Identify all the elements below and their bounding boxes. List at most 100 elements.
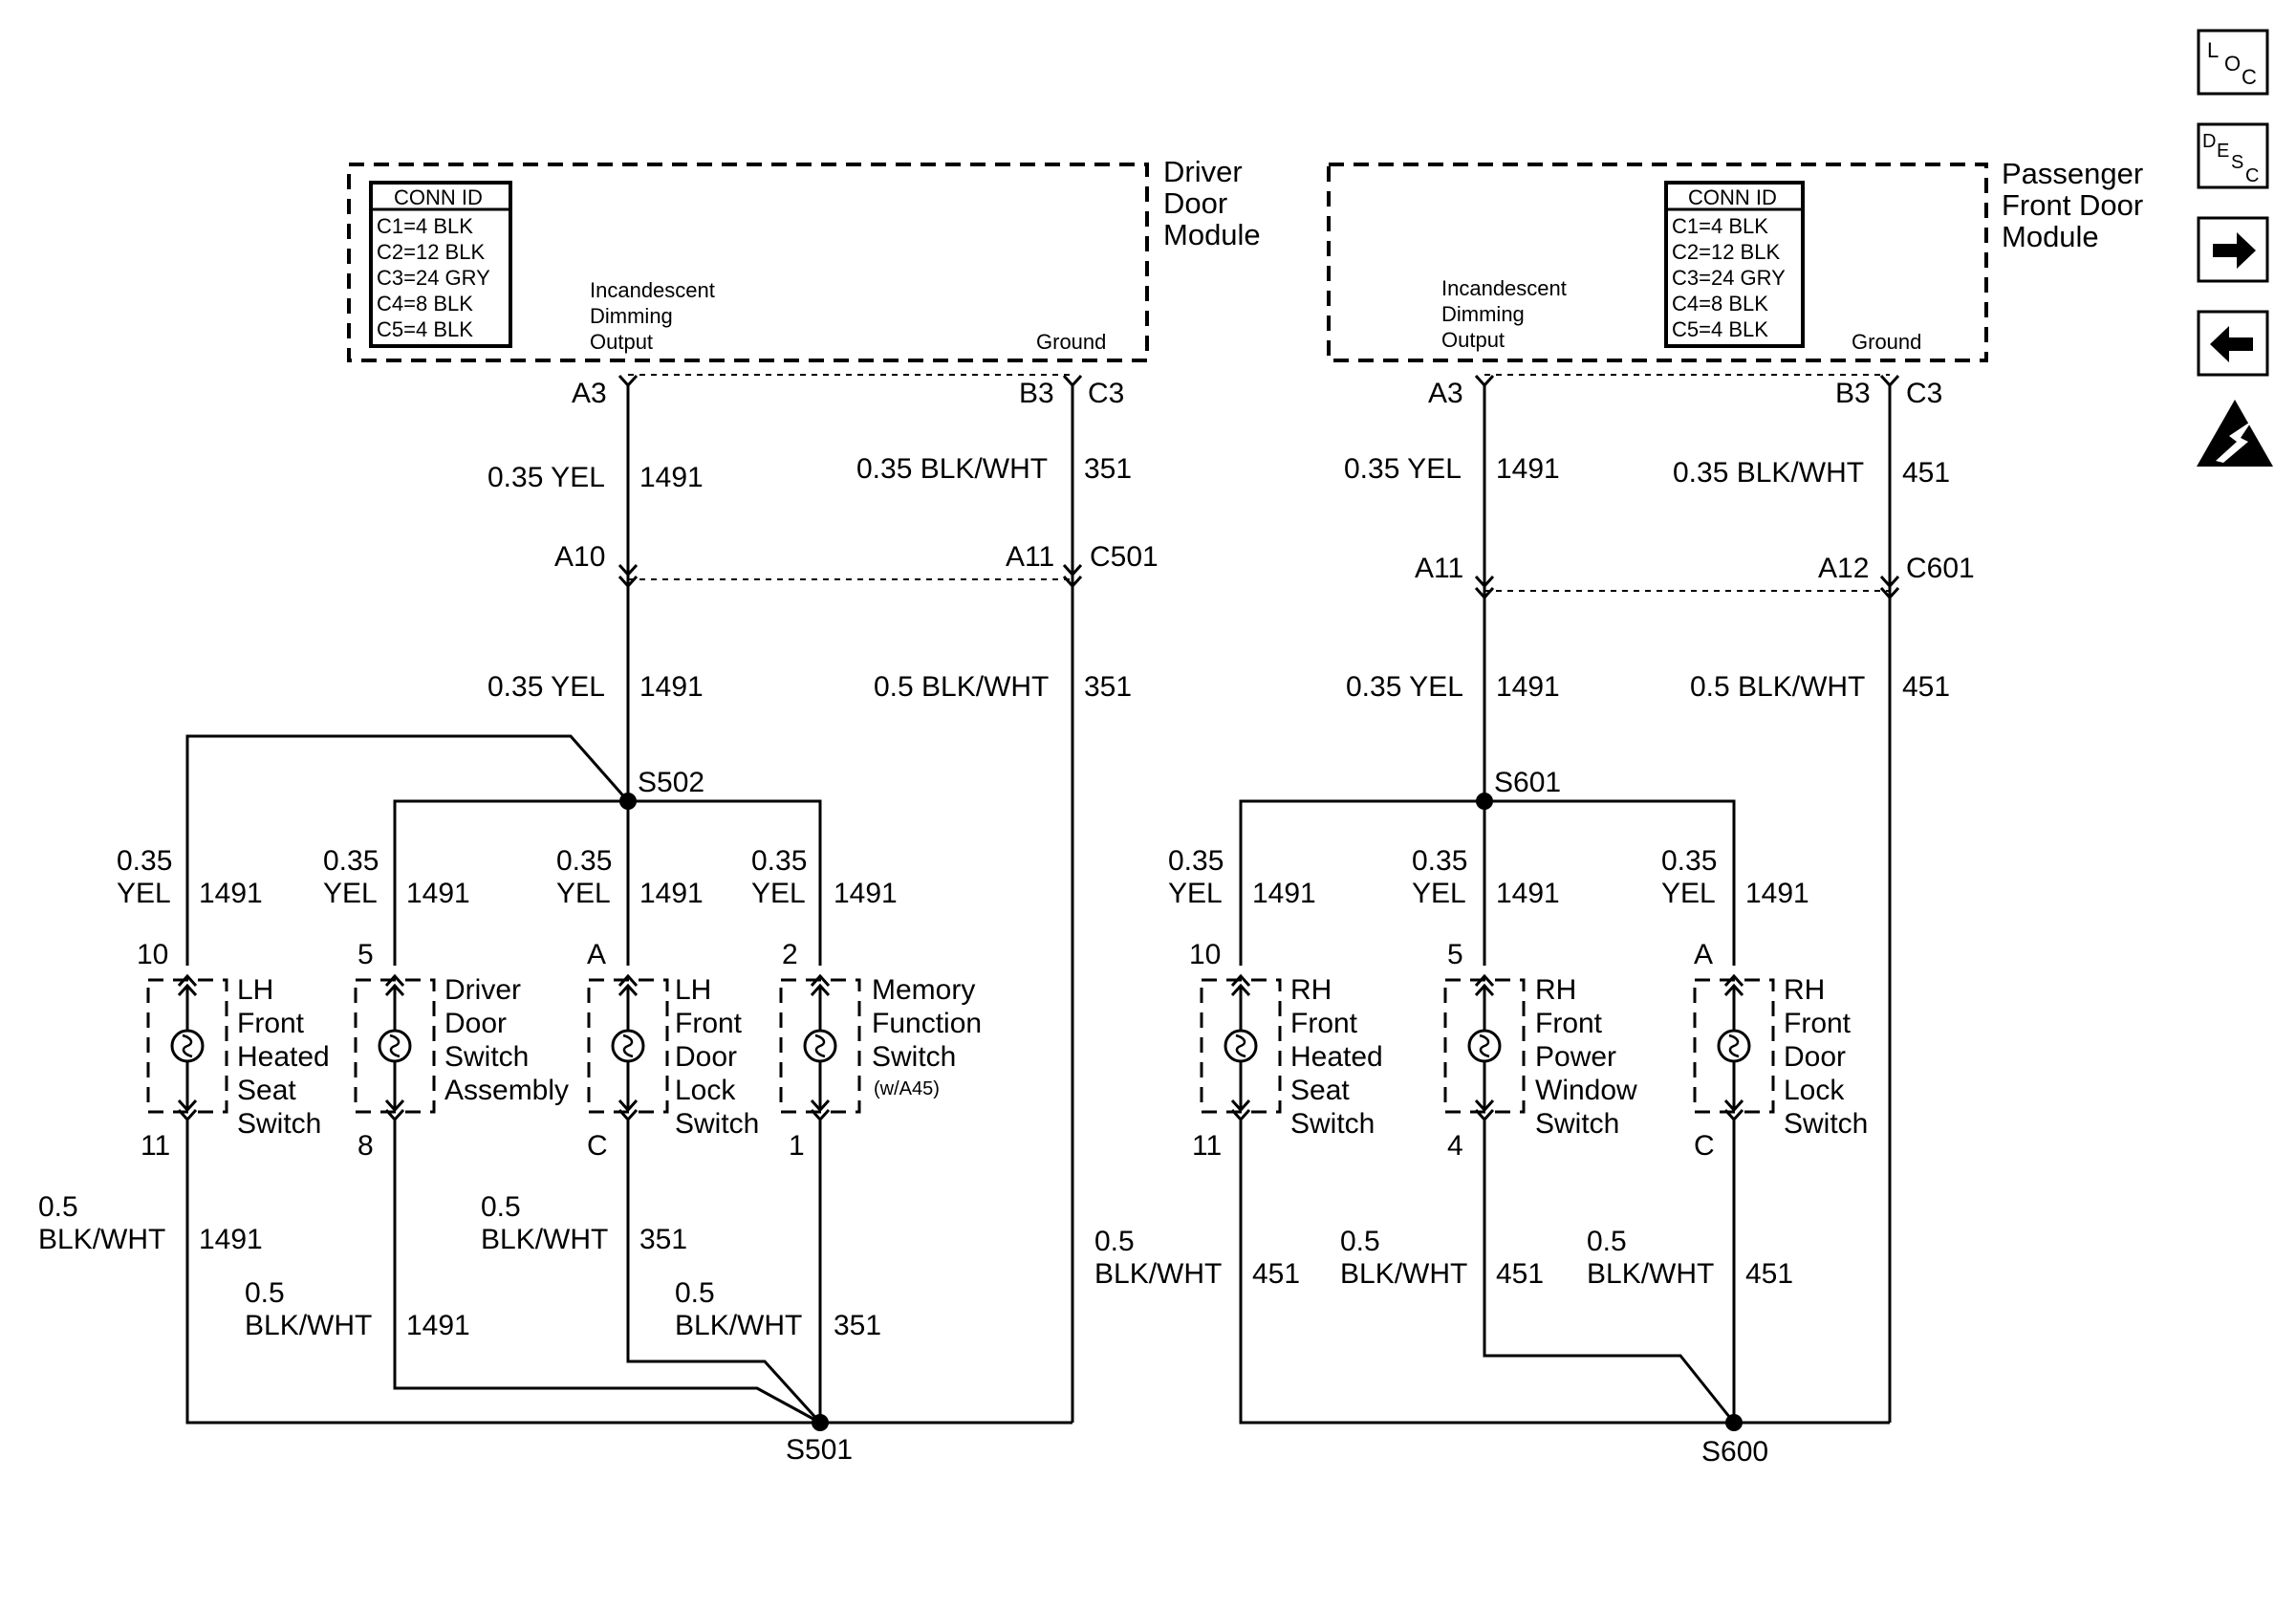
circuit-number: 1491	[1496, 671, 1560, 703]
component-name-line: Assembly	[444, 1075, 569, 1106]
component-name-line: Memory	[872, 974, 975, 1006]
conn-id-title: CONN ID	[1688, 185, 1777, 209]
output-label-line: Output	[590, 330, 653, 354]
conn-id-entry: C1=4 BLK	[377, 214, 473, 238]
component-name-line: Switch	[1290, 1108, 1375, 1140]
splice-s600	[1725, 1414, 1743, 1431]
splice-label: S502	[638, 767, 704, 798]
wire-gauge-label: 0.35 BLK/WHT	[1673, 457, 1864, 489]
module-name-line: Front Door	[2002, 188, 2143, 222]
branch-driver-door-switch-assembly: 0.35 YEL 1491 5 8 Driver Door Switch Ass…	[245, 845, 569, 1341]
component-name-line: RH	[1784, 974, 1825, 1006]
component-name-line: Front	[675, 1008, 743, 1039]
pin-label: 11	[141, 1130, 170, 1162]
circuit-number: 451	[1745, 1258, 1793, 1290]
circuit-number: 451	[1496, 1258, 1544, 1290]
conn-id-entry: C1=4 BLK	[1672, 214, 1768, 238]
passenger-front-door-module: Passenger Front Door Module CONN ID C1=4…	[1327, 157, 2143, 362]
pin-label: C	[1694, 1130, 1715, 1162]
wire-gauge-label: 0.35	[323, 845, 379, 877]
component-name-line: Door	[444, 1008, 507, 1039]
wire-color-label: BLK/WHT	[38, 1224, 165, 1255]
pin-label: A10	[554, 541, 605, 573]
component-name-line: LH	[675, 974, 711, 1006]
wire-color-label: BLK/WHT	[245, 1310, 372, 1341]
wire-color-label: BLK/WHT	[1340, 1258, 1467, 1290]
forward-button[interactable]	[2197, 216, 2269, 283]
pin-label: A11	[1006, 541, 1054, 573]
component-name-line: Front	[1290, 1008, 1358, 1039]
connector-id: C601	[1906, 553, 1975, 584]
wire-gauge-label: 0.5 BLK/WHT	[1690, 671, 1865, 703]
wire-gauge-label: 0.5 BLK/WHT	[874, 671, 1049, 703]
pin-label: 5	[1447, 939, 1463, 970]
wire-gauge-label: 0.35	[751, 845, 807, 877]
branch-rh-front-door-lock-switch: 0.35 YEL 1491 A C RH Front Door Lock Swi…	[1587, 845, 1868, 1290]
desc-letter-d: D	[2202, 131, 2216, 152]
inline-connector-c601: A11 A12 C601	[1415, 553, 1975, 599]
pin-label: A3	[1428, 378, 1463, 409]
inline-connector-c501: A10 A11 C501	[554, 541, 1159, 588]
component-name-line: Front	[1784, 1008, 1852, 1039]
pin-label: B3	[1835, 378, 1871, 409]
pin-label: B3	[1019, 378, 1054, 409]
conn-id-entry: C5=4 BLK	[1672, 317, 1768, 341]
wire-gauge-label: 0.5	[1587, 1226, 1627, 1257]
desc-letter-e: E	[2217, 141, 2229, 162]
circuit-number: 1491	[639, 878, 704, 909]
module-name-line: Door	[1163, 186, 1227, 220]
component-name-line: RH	[1290, 974, 1332, 1006]
component-name-line: Switch	[1535, 1108, 1619, 1140]
wire-gauge-label: 0.35	[1661, 845, 1717, 877]
component-name-line: Seat	[237, 1075, 296, 1106]
output-label-line: Output	[1441, 328, 1505, 352]
splice-label: S501	[786, 1434, 853, 1466]
splice-label: S600	[1701, 1436, 1768, 1468]
pin-label: 10	[137, 939, 168, 970]
pin-label: A12	[1818, 553, 1869, 584]
component-name-line: Switch	[675, 1108, 759, 1140]
output-label-line: Incandescent	[590, 278, 715, 302]
module-name-line: Driver	[1163, 155, 1243, 188]
ground-label: Ground	[1852, 330, 1921, 354]
circuit-number: 1491	[639, 671, 704, 703]
arrow-right-icon	[2213, 232, 2256, 269]
component-name-line: RH	[1535, 974, 1576, 1006]
esd-warning-icon	[2197, 400, 2273, 467]
component-name-line: Switch	[872, 1041, 956, 1073]
wire-gauge-label: 0.35 BLK/WHT	[856, 453, 1048, 485]
conn-id-entry: C3=24 GRY	[377, 266, 490, 290]
circuit-number: 1491	[1745, 878, 1809, 909]
component-name-line: Heated	[1290, 1041, 1383, 1073]
conn-id-table: CONN ID C1=4 BLK C2=12 BLK C3=24 GRY C4=…	[369, 181, 512, 348]
wire-color-label: BLK/WHT	[1094, 1258, 1222, 1290]
conn-id-entry: C2=12 BLK	[1672, 240, 1780, 264]
circuit-number: 1491	[834, 878, 898, 909]
loc-letter-c: C	[2242, 65, 2257, 89]
wire-color-label: YEL	[751, 878, 806, 909]
desc-button[interactable]: D E S C	[2197, 122, 2269, 189]
pin-label: A11	[1415, 553, 1463, 584]
component-name-line: Seat	[1290, 1075, 1350, 1106]
component-name-line: Door	[1784, 1041, 1846, 1073]
ground-label: Ground	[1036, 330, 1106, 354]
component-name-line: Switch	[444, 1041, 529, 1073]
circuit-number: 451	[1902, 457, 1950, 489]
wire-gauge-label: 0.35	[556, 845, 612, 877]
back-button[interactable]	[2197, 310, 2269, 377]
circuit-number: 1491	[1496, 878, 1560, 909]
loc-letter-o: O	[2224, 52, 2241, 76]
pin-label: 8	[357, 1130, 374, 1162]
wire-gauge-label: 0.35 YEL	[1344, 453, 1462, 485]
loc-button[interactable]: L O C	[2197, 29, 2269, 96]
module-name-line: Passenger	[2002, 157, 2143, 190]
circuit-number: 1491	[406, 1310, 470, 1341]
pin-label: 1	[789, 1130, 805, 1162]
component-name-line: LH	[237, 974, 273, 1006]
pin-label: 2	[782, 939, 798, 970]
wire-color-label: BLK/WHT	[1587, 1258, 1714, 1290]
module-name-line: Module	[2002, 220, 2099, 253]
wire-gauge-label: 0.5	[1094, 1226, 1135, 1257]
conn-id-entry: C3=24 GRY	[1672, 266, 1786, 290]
connector-id: C501	[1090, 541, 1159, 573]
